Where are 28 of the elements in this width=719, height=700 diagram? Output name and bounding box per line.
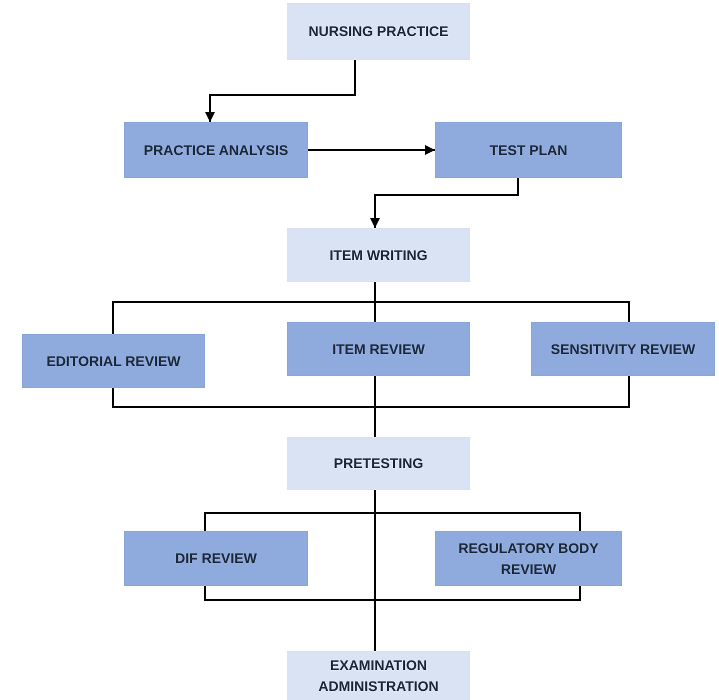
process-box xyxy=(22,334,205,388)
arrow xyxy=(308,145,435,155)
arrow xyxy=(205,60,356,122)
process-box xyxy=(531,322,715,376)
process-box xyxy=(435,531,622,586)
process-box xyxy=(124,122,308,178)
box-label: ITEM WRITING xyxy=(330,246,428,265)
connector-line xyxy=(374,376,630,437)
arrow xyxy=(370,178,519,228)
box-label: PRETESTING xyxy=(334,454,424,474)
connector-line xyxy=(374,586,581,651)
box-label: ITEM REVIEW xyxy=(332,340,425,359)
box-label: PRACTICE ANALYSIS xyxy=(144,140,288,160)
process-box xyxy=(287,322,470,376)
process-box xyxy=(287,651,470,700)
box-label: EXAMINATION ADMINISTRATION xyxy=(317,656,440,696)
process-box xyxy=(287,437,470,490)
box-label: SENSITIVITY REVIEW xyxy=(550,340,696,359)
process-box xyxy=(287,228,470,282)
box-label: REGULATORY BODY REVIEW xyxy=(457,539,600,578)
process-box xyxy=(435,122,622,178)
box-label: TEST PLAN xyxy=(490,140,568,160)
process-box xyxy=(124,531,308,586)
box-label: EDITORIAL REVIEW xyxy=(46,352,181,371)
box-label: NURSING PRACTICE xyxy=(308,22,448,42)
connector-line xyxy=(374,282,630,322)
process-box xyxy=(287,3,470,60)
box-label: DIF REVIEW xyxy=(175,549,257,568)
